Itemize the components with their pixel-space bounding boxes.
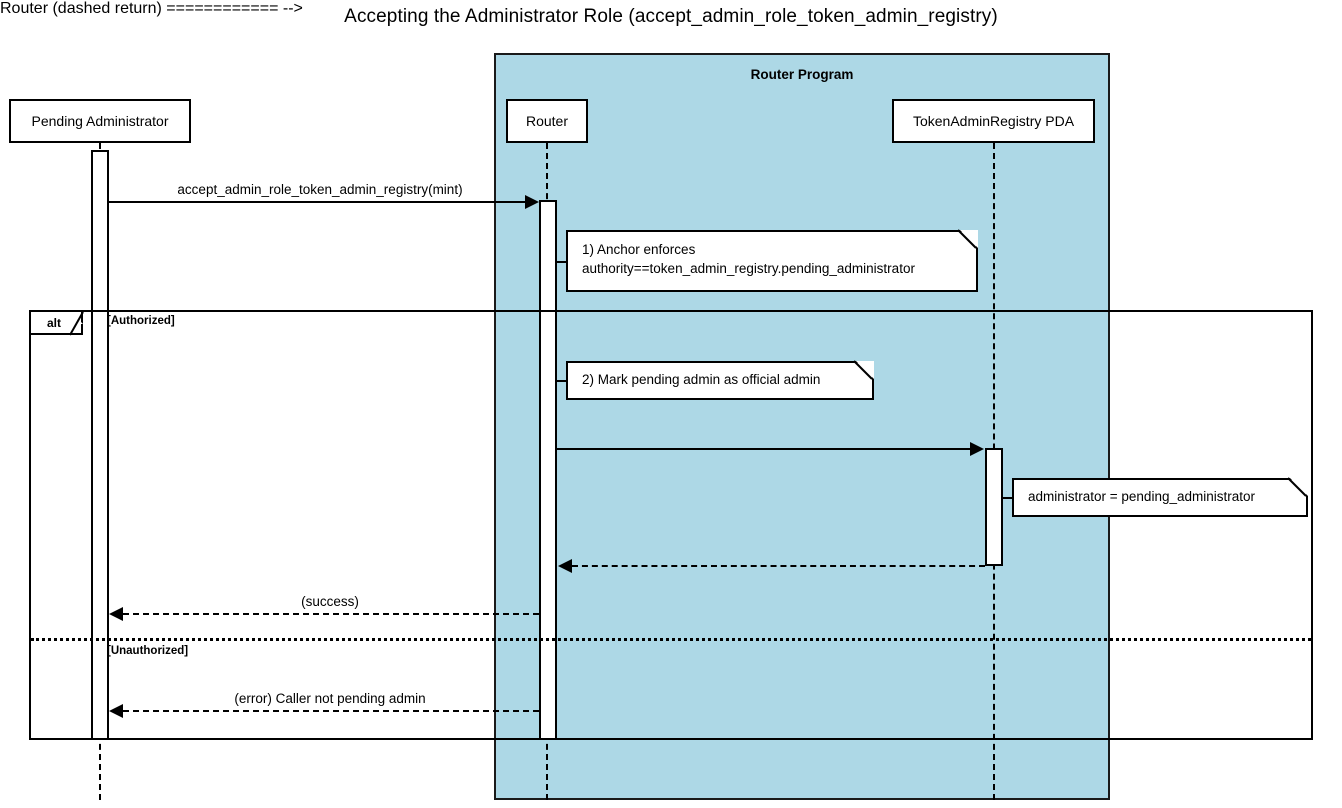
group-box-router-program: Router Program	[494, 53, 1110, 800]
message-line-reply-error	[123, 710, 539, 712]
message-line-reply-success	[123, 613, 539, 615]
note-connector-mark-pending-admin	[557, 380, 567, 382]
note-fold-icon	[960, 230, 978, 248]
message-arrowhead-call-accept-admin-role	[525, 195, 539, 209]
fragment-operator-label: alt	[46, 316, 61, 330]
note-line-1: 1) Anchor enforces	[582, 242, 696, 257]
participant-router[interactable]: Router	[506, 99, 588, 143]
note-line-1: administrator = pending_administrator	[1028, 489, 1255, 504]
note-fold-icon	[856, 361, 874, 379]
note-line-1: 2) Mark pending admin as official admin	[582, 372, 821, 387]
note-fold-lines	[957, 229, 977, 249]
participant-token-admin-registry-pda[interactable]: TokenAdminRegistry PDA	[892, 99, 1095, 143]
message-arrowhead-registry-return	[558, 559, 572, 573]
participant-label: Router	[525, 113, 569, 129]
message-arrowhead-reply-success	[109, 607, 123, 621]
activation-bar-token-admin-registry-pda	[985, 448, 1003, 566]
message-label-reply-success: (success)	[301, 594, 359, 609]
fragment-operator-corner	[71, 312, 83, 324]
message-arrowhead-update-registry	[970, 442, 984, 456]
message-line-registry-return	[572, 565, 985, 567]
note-connector-administrator-assignment	[1003, 497, 1013, 499]
diagram-title: Accepting the Administrator Role (accept…	[344, 6, 998, 27]
combined-fragment-alt	[29, 310, 1313, 740]
message-arrowhead-reply-error	[109, 704, 123, 718]
participant-pending-administrator[interactable]: Pending Administrator	[9, 99, 191, 143]
note-administrator-assignment: administrator = pending_administrator	[1012, 477, 1308, 517]
fragment-divider	[31, 638, 1311, 641]
participant-label: Pending Administrator	[31, 113, 169, 129]
guard-unauthorized: [Unauthorized]	[107, 645, 189, 657]
message-label-call-accept-admin-role: accept_admin_role_token_admin_registry(m…	[177, 182, 463, 197]
message-line-update-registry	[557, 448, 972, 450]
guard-authorized: [Authorized]	[107, 315, 175, 327]
message-line-call-accept-admin-role	[109, 201, 527, 203]
note-line-2: authority==token_admin_registry.pending_…	[582, 261, 915, 276]
note-connector-anchor-enforces	[557, 261, 567, 263]
note-anchor-enforces: 1) Anchor enforces authority==token_admi…	[566, 229, 978, 292]
note-fold-icon	[1290, 478, 1308, 496]
note-fold-lines	[853, 360, 873, 380]
message-label-reply-error: (error) Caller not pending admin	[234, 691, 426, 706]
note-mark-pending-admin: 2) Mark pending admin as official admin	[566, 360, 874, 400]
group-box-title: Router Program	[750, 67, 854, 82]
participant-label: TokenAdminRegistry PDA	[912, 113, 1075, 129]
note-fold-lines	[1287, 477, 1307, 497]
fragment-operator-bevel	[69, 311, 84, 336]
